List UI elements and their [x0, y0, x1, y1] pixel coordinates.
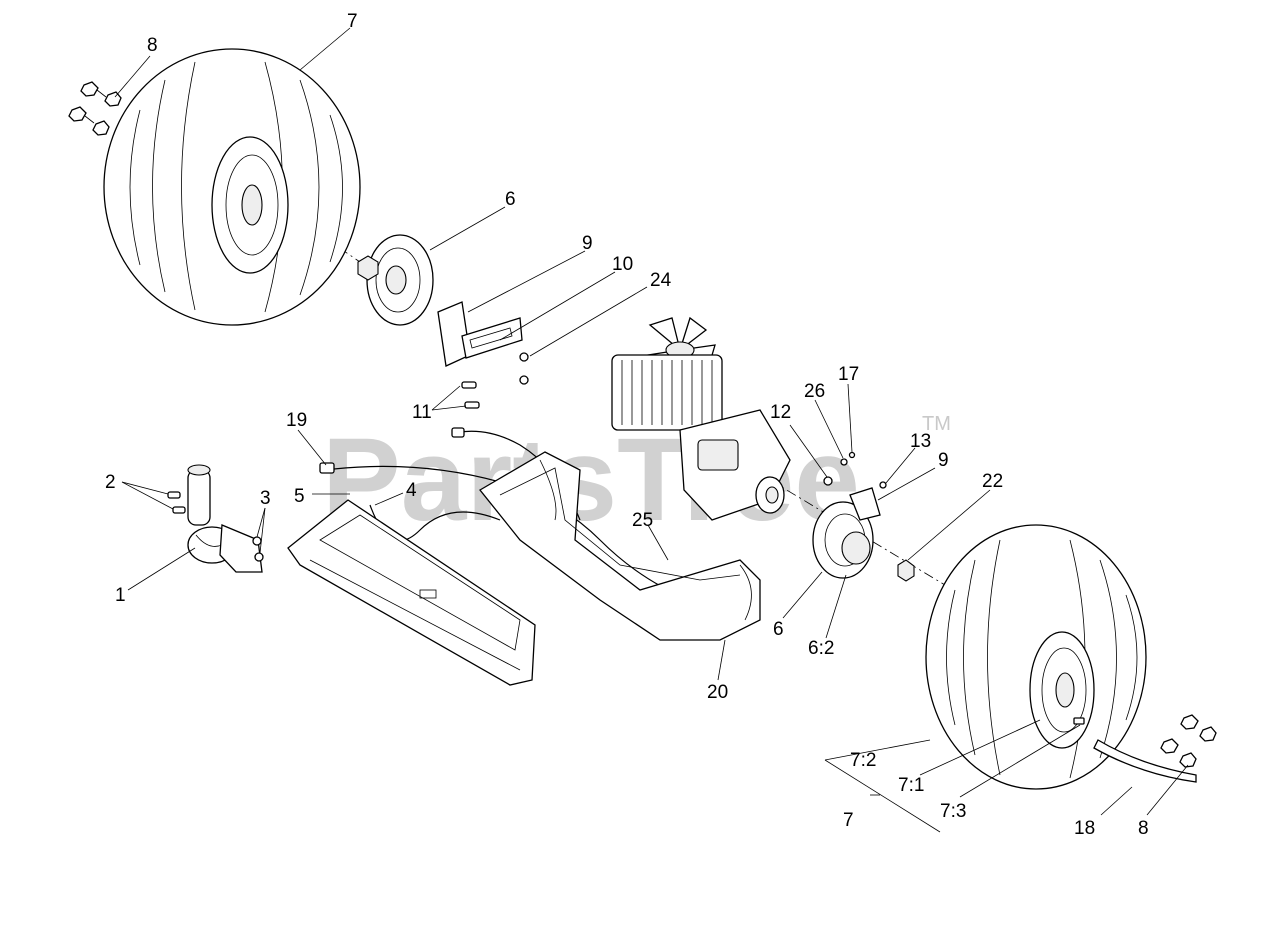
callout-9-top: 9 [582, 233, 593, 254]
callout-3: 3 [260, 488, 271, 509]
callout-10: 10 [612, 254, 633, 275]
steering-frame[interactable] [479, 451, 761, 641]
tire-strip[interactable] [1093, 739, 1197, 783]
brake-hub-right[interactable] [812, 451, 915, 582]
callout-17: 17 [838, 364, 859, 385]
callout-13: 13 [910, 431, 931, 452]
callout-1: 1 [115, 585, 126, 606]
axle-centerline-right [769, 479, 1071, 661]
callout-22: 22 [982, 471, 1003, 492]
callout-8-top: 8 [147, 35, 158, 56]
callout-5: 5 [294, 486, 305, 507]
callout-18: 18 [1074, 818, 1095, 839]
callout-24: 24 [650, 270, 672, 291]
callout-11: 11 [412, 402, 432, 423]
callout-2: 2 [105, 472, 116, 493]
callout-7-3: 7:3 [940, 801, 966, 822]
callout-26: 26 [804, 381, 825, 402]
lug-nuts-top[interactable] [68, 81, 122, 136]
brake-hub-top[interactable] [357, 234, 434, 326]
callout-12: 12 [770, 402, 791, 423]
callout-19: 19 [286, 410, 307, 431]
callout-25: 25 [632, 510, 653, 531]
wheel-top-left[interactable] [103, 48, 361, 326]
callout-6-top: 6 [505, 189, 516, 210]
watermark-tm: TM [922, 413, 951, 435]
callout-7-1: 7:1 [898, 775, 924, 796]
frame-plate[interactable] [287, 499, 536, 686]
wheel-bottom-right[interactable] [925, 524, 1147, 790]
callout-6-right: 6 [773, 619, 784, 640]
transaxle-assembly[interactable] [611, 316, 791, 521]
callout-9-right: 9 [938, 450, 949, 471]
callout-20: 20 [707, 682, 728, 703]
callout-8-bottom: 8 [1138, 818, 1149, 839]
callout-7-bottom: 7 [843, 810, 854, 831]
steering-control[interactable] [167, 464, 264, 573]
callout-7-top: 7 [347, 11, 358, 32]
brake-bracket[interactable] [437, 301, 529, 409]
callout-4: 4 [406, 480, 417, 501]
lug-nuts-bottom[interactable] [1160, 714, 1217, 768]
callout-7-2: 7:2 [850, 750, 876, 771]
callout-6-2: 6:2 [808, 638, 834, 659]
leader-lines [114, 27, 1189, 833]
